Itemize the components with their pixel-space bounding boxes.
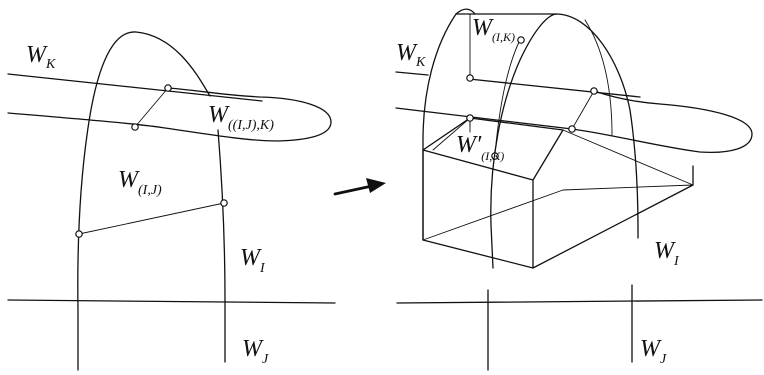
right-back-arch bbox=[487, 13, 639, 371]
left-label-wijk: W((I,J),K) bbox=[208, 102, 274, 133]
right-panel: WK W(I,K) W′(I,K) WI WJ bbox=[395, 8, 763, 371]
left-arch bbox=[77, 31, 211, 371]
right-label-wk: WK bbox=[396, 40, 426, 70]
left-point-4 bbox=[75, 230, 83, 238]
right-front-arch bbox=[422, 8, 476, 241]
right-label-wpik: W′(I,K) bbox=[456, 132, 504, 163]
right-inner-arch bbox=[584, 19, 613, 136]
left-segment-lower bbox=[78, 202, 225, 235]
left-label-wk: WK bbox=[26, 42, 56, 72]
left-segment-upper bbox=[134, 87, 169, 128]
left-label-wij: W(I,J) bbox=[118, 167, 162, 198]
left-point-1 bbox=[164, 84, 172, 92]
right-point-4 bbox=[466, 114, 474, 122]
right-box bbox=[422, 117, 694, 269]
right-connector-back bbox=[571, 90, 595, 130]
left-wk-line bbox=[7, 73, 263, 102]
right-label-wik: W(I,K) bbox=[472, 15, 515, 44]
right-point-3 bbox=[590, 87, 598, 95]
right-label-wj: WJ bbox=[640, 336, 667, 367]
right-box-hidden bbox=[422, 129, 694, 241]
left-label-wi: WI bbox=[240, 245, 266, 276]
right-wk-line bbox=[395, 71, 641, 98]
right-loop bbox=[395, 90, 753, 154]
right-vertical-mid bbox=[494, 41, 520, 155]
arrow-right-icon bbox=[333, 178, 386, 196]
right-point-2 bbox=[517, 36, 525, 44]
right-point-5 bbox=[568, 125, 576, 133]
right-point-1 bbox=[466, 74, 474, 82]
left-point-2 bbox=[131, 123, 139, 131]
left-point-3 bbox=[220, 199, 228, 207]
right-point-6 bbox=[491, 152, 499, 160]
right-label-wi: WI bbox=[654, 238, 680, 269]
right-wi-line bbox=[396, 299, 763, 304]
left-arch-right-leg bbox=[217, 129, 226, 363]
left-panel: WK W((I,J),K) W(I,J) WI WJ bbox=[7, 31, 336, 371]
left-loop bbox=[7, 87, 332, 142]
left-wi-line bbox=[7, 299, 336, 304]
left-label-wj: WJ bbox=[242, 336, 269, 367]
